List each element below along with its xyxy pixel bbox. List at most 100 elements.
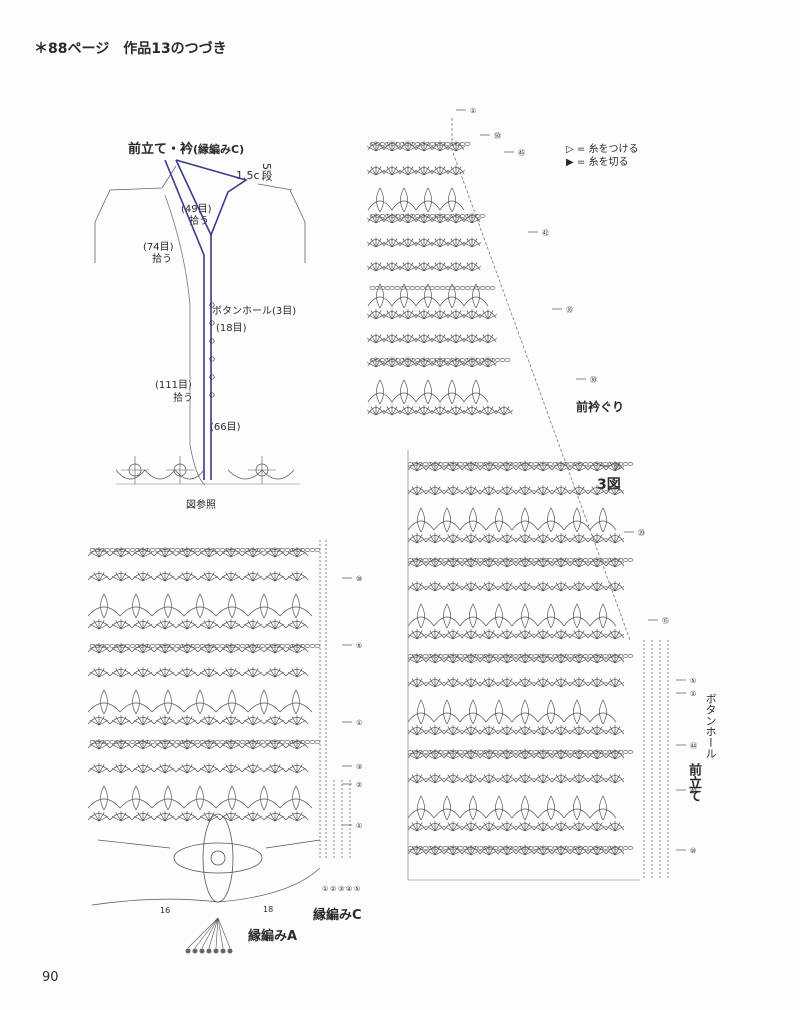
hem-scallops-left [115,469,205,480]
fig3-lower-scallop-row [407,821,625,832]
flower-motif [173,813,263,903]
fig3-row-marker-3-text: ㊷ [542,229,549,237]
shoulder-line [257,183,293,191]
fig3-row-marker-9-text: ⑤ [690,677,696,685]
fig3-lower-scallop-row [407,773,625,784]
motif-petal-h [173,842,263,874]
attach-mark-icon: ▷ [566,144,574,155]
fig3-row-marker-11-text: ㊹ [690,742,697,750]
fig3-row-marker-8: ⑮ [648,617,669,625]
fig3-row-marker-6-text: ㉕ [614,463,621,471]
tassel-strand [201,917,219,949]
fig3-row-marker-6: ㉕ [600,463,621,471]
hem-scallops-right [227,469,295,480]
fig3-row-marker-7-text: ⑳ [638,529,645,537]
bottom-scallop-row [87,763,309,774]
fig3-lower-scallop-row [407,629,625,640]
left-row-marker-3-text: ③ [356,763,362,771]
fig3-lower-scallop-row [407,581,625,592]
page-header: ＊88ページ 作品13のつづき [34,41,227,57]
buttonhole-mark [209,302,215,308]
fig3-row-marker-10-text: ① [690,690,696,698]
pick-a-count: (49目) [181,204,212,215]
fig3-row-marker-2-text: ㊺ [518,149,525,157]
band-row-marker-3: ④ [346,885,352,893]
pick-a-action: 拾う [189,216,209,227]
band-row-marker-0: ① [322,885,328,893]
left-row-marker-4: ② [342,781,362,789]
legend-cut: ▶ = 糸を切る [566,153,628,168]
fig3-top-leaf-row [367,283,489,309]
fig3-row-marker-1: ㊿ [480,132,501,140]
tassel-bead [206,948,212,954]
legend-eq-2: = [576,157,586,168]
left-row-marker-5-text: ① [356,822,362,830]
buttonhole-vertical-label: ボタンホール [704,693,717,759]
front-diagram-title-main: 前立て・衿 [128,142,194,157]
fig3-top-scallop-row [366,405,514,416]
fig3-top-scallop-row [366,237,482,248]
cut-mark-icon: ▶ [566,157,574,168]
fig3-row-marker-9: ⑤ [676,677,696,685]
tassel-bead [192,948,198,954]
fig3-row-marker-2: ㊺ [504,149,525,157]
edge-a-label: 縁編みA [248,929,298,944]
bottom-scallop-row [87,739,309,750]
fig3-row-marker-12-text: ㊵ [690,787,697,795]
fig3-lower-scallop-row [407,557,625,568]
rows-label: 5段 [260,163,273,181]
tassel-strand [194,917,219,949]
tassel-strand [217,917,224,949]
front-band-outline [164,159,248,480]
fig3-top-scallop-row [366,309,498,320]
fig3-top-scallop-row [366,261,482,272]
fig3-row-marker-4: ㉟ [552,306,573,314]
motif-cross [248,456,276,484]
fig3-lower-scallop-row [407,461,625,472]
bottom-scallop-row [87,547,309,558]
tassel-strand [217,917,231,949]
edge-a-outline [91,839,321,906]
page-number: 90 [42,970,59,985]
fig3-row-marker-7: ⑳ [624,529,645,537]
num-16: 16 [160,906,171,915]
bottom-leaf-row [87,689,313,715]
pick-c-action: 拾う [173,393,193,404]
legend-eq-1: = [576,144,586,155]
motif-cross [166,456,194,484]
left-row-marker-2: ① [342,719,362,727]
legend-cut-text: 糸を切る [588,157,629,168]
bottom-scallop-row [87,619,309,630]
fig3-lower-outline [407,450,640,881]
bottom-scallop-row [87,811,309,822]
neckline-edge [451,118,631,641]
band-row-marker-2: ③ [338,885,344,893]
tassel-strand [208,917,219,949]
left-row-marker-5: ① [342,822,362,830]
left-row-marker-4-text: ② [356,781,362,789]
fig3-row-marker-11: ㊹ [676,742,697,750]
fig3-row-marker-1-text: ㊿ [494,132,501,140]
fig3-lower-leaf-row [407,699,617,725]
front-diagram-title-sub: (縁編みC) [193,143,245,156]
fig3-top-chain [369,286,496,290]
fig3-row-marker-5: ㉚ [576,376,597,384]
hem-motif-0 [121,456,149,484]
fig3-row-marker-13: ⑩ [676,847,696,855]
fig3-top-leaf-row [367,187,465,213]
fig3-lower-scallop-row [407,653,625,664]
fig3-row-marker-12: ㊵ [676,787,697,795]
num-18: 18 [263,905,274,914]
fig3-top-scallop-row [366,357,498,368]
see-figure-label: 図参照 [186,500,216,511]
motif-petal-v [202,813,234,903]
left-row-marker-1: ⑤ [342,642,362,650]
fig3-lower-leaf-row [407,603,617,629]
fig3-row-marker-8-text: ⑮ [662,617,669,625]
fig3-top-scallop-row [366,213,482,224]
bottom-leaf-row [87,593,313,619]
fig3-row-marker-13-text: ⑩ [690,847,696,855]
buttonhole-count: (18目) [216,323,247,334]
tassel-strand [215,917,219,949]
